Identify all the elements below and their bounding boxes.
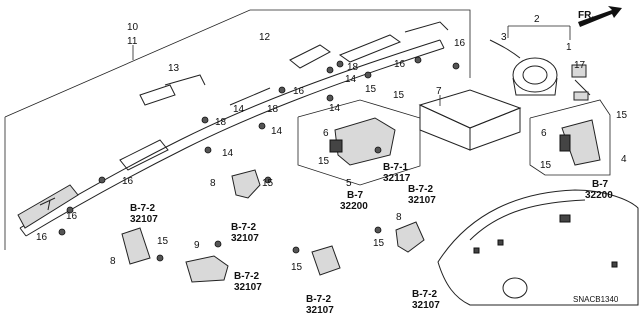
callout-15a: 15 [365,84,377,95]
callout-16a: 16 [454,38,466,49]
ref-32107-e: 32107 [306,305,334,316]
callout-12: 12 [259,32,271,43]
callout-14a: 14 [233,104,245,115]
bracket-group-5 [297,99,421,186]
callout-11: 11 [127,36,138,47]
ref-b7-b: B-7 [592,179,609,190]
callout-7: 7 [436,86,442,97]
callout-10: 10 [127,22,139,33]
ref-b72-e: B-7-2 [306,294,331,305]
callout-15g: 15 [157,236,169,247]
callout-14b: 14 [271,126,283,137]
callout-8a: 8 [210,178,216,189]
diagram-code: SNACB1340 [573,295,619,304]
ref-b72-c: B-7-2 [130,203,155,214]
car-outline [437,189,639,306]
callout-17: 17 [574,60,586,71]
callout-18a: 18 [347,62,359,73]
callout-9: 9 [194,240,200,251]
callout-15b: 15 [393,90,405,101]
callout-8b: 8 [110,256,116,267]
callout-18c: 18 [267,104,279,115]
ref-32200-b: 32200 [585,190,613,201]
side-sensor-group [529,99,611,176]
callout-16b: 16 [394,59,406,70]
ref-32117: 32117 [383,173,411,184]
callout-6a: 6 [323,128,329,139]
ref-32200-a: 32200 [340,201,368,212]
sensor-8b [121,227,164,265]
ref-32107-a: 32107 [408,195,436,206]
ref-32107-d: 32107 [234,282,262,293]
ref-b71: B-7-1 [383,162,408,173]
callout-16e: 16 [66,211,78,222]
callouts: 10 11 12 13 2 3 1 17 7 6 6 4 5 8 8 8 9 1… [36,14,628,273]
callout-4: 4 [621,154,627,165]
ref-b72-f: B-7-2 [412,289,437,300]
callout-15c: 15 [318,156,330,167]
srs-unit [418,89,522,151]
ref-b72-a: B-7-2 [408,184,433,195]
reference-codes: B-7-1 32117 B-7 32200 B-7-2 32107 B-7 32… [130,162,613,316]
callout-14c: 14 [222,148,234,159]
ref-32107-b: 32107 [231,233,259,244]
callout-6b: 6 [541,128,547,139]
callout-15d: 15 [540,160,552,171]
callout-15f: 15 [262,178,274,189]
callout-16d: 16 [122,176,134,187]
clockspring [489,25,591,101]
fr-arrow-icon [578,6,622,27]
callout-15i: 15 [373,238,385,249]
curtain-bolts [58,56,460,236]
callout-5: 5 [346,178,352,189]
callout-3: 3 [501,32,507,43]
callout-15e: 15 [616,110,628,121]
sensor-9 [185,240,229,283]
sensor-8c [374,221,425,253]
ref-32107-f: 32107 [412,300,440,311]
callout-8c: 8 [396,212,402,223]
ref-32107-c: 32107 [130,214,158,225]
callout-15h: 15 [291,262,303,273]
ref-b7-a: B-7 [347,190,364,201]
fr-label: FR. [578,10,594,21]
curtain-airbag [17,21,449,237]
sensor-8a [231,169,272,199]
callout-18b: 18 [215,117,227,128]
callout-14e: 14 [329,103,341,114]
callout-16f: 16 [36,232,48,243]
callout-2: 2 [534,14,540,25]
callout-13: 13 [168,63,180,74]
curtain-frame [4,9,471,118]
callout-1: 1 [566,42,572,53]
ref-b72-d: B-7-2 [234,271,259,282]
ref-b72-b: B-7-2 [231,222,256,233]
callout-14d: 14 [345,74,357,85]
sensor-lower-mid [292,245,341,276]
callout-16c: 16 [293,86,305,97]
